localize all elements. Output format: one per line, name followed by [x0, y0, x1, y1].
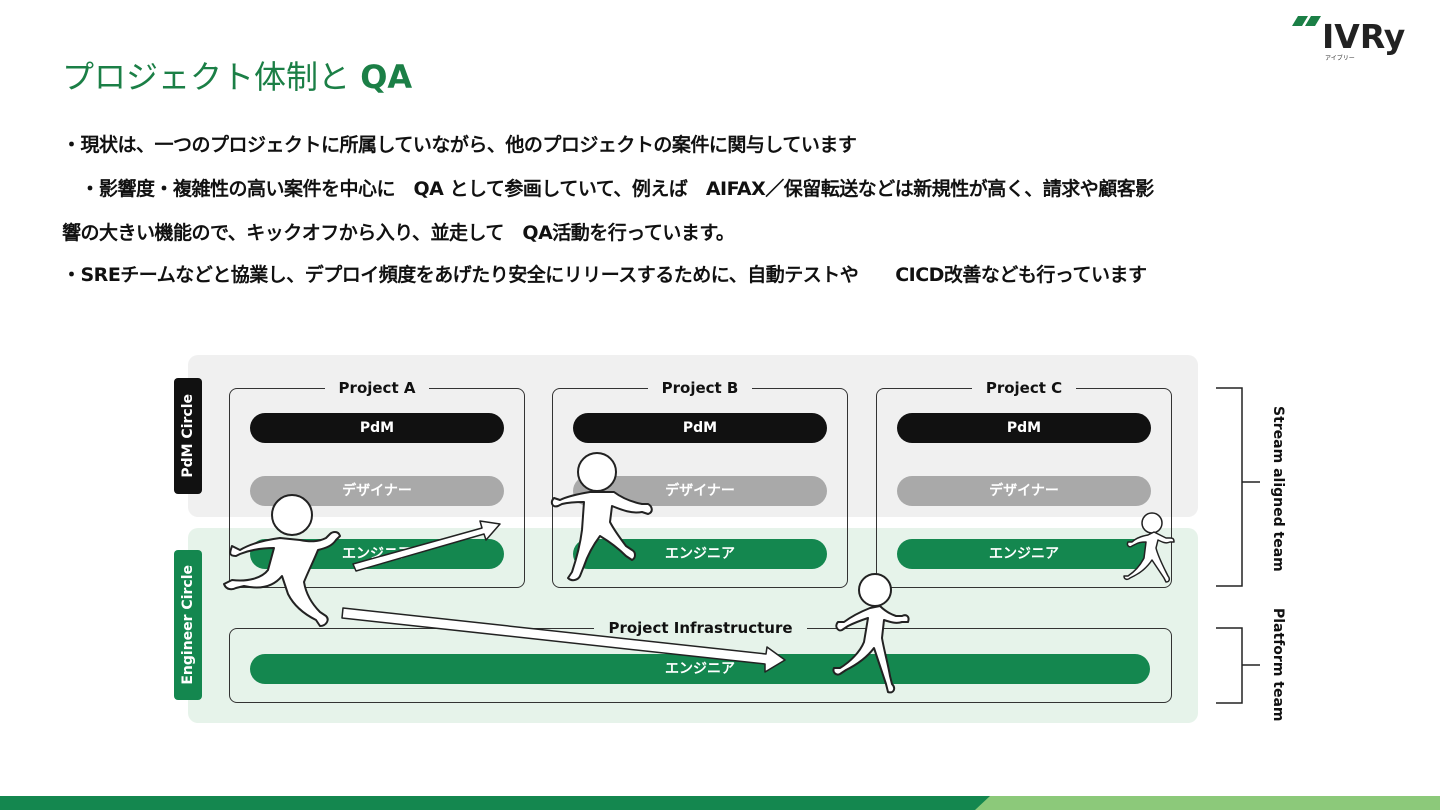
- project-a-pdm: PdM: [250, 413, 504, 443]
- project-a-engineer: エンジニア: [250, 539, 504, 569]
- title-main: プロジェクト体制と: [62, 58, 351, 96]
- platform-bracket: [1216, 627, 1260, 704]
- project-a-box: Project A PdM デザイナー エンジニア: [229, 379, 525, 588]
- logo-wordmark: IVRy: [1322, 17, 1406, 56]
- bullet-line-1: ・現状は、一つのプロジェクトに所属していながら、他のプロジェクトの案件に関与して…: [62, 134, 857, 156]
- engineer-circle-tab: Engineer Circle: [174, 550, 202, 700]
- project-b-engineer: エンジニア: [573, 539, 827, 569]
- project-b-title: Project B: [647, 379, 753, 397]
- page-title: プロジェクト体制と QA: [62, 56, 412, 98]
- logo-mark-icon: [1292, 16, 1321, 26]
- stream-bracket: [1216, 387, 1260, 587]
- project-c-title: Project C: [971, 379, 1077, 397]
- project-b-pdm: PdM: [573, 413, 827, 443]
- project-infrastructure-box: Project Infrastructure エンジニア: [229, 619, 1172, 703]
- engineer-circle-label: Engineer Circle: [180, 565, 196, 685]
- project-c-designer: デザイナー: [897, 476, 1151, 506]
- project-a-designer: デザイナー: [250, 476, 504, 506]
- bullet-line-2: ・影響度・複雑性の高い案件を中心に QA として参画していて、例えば AIFAX…: [62, 178, 1155, 200]
- stream-aligned-label: Stream aligned team: [1270, 406, 1286, 572]
- ivry-logo: IVRy アイブリー: [1292, 10, 1422, 62]
- project-b-box: Project B PdM デザイナー エンジニア: [552, 379, 848, 588]
- footer-stripe: [0, 796, 1440, 810]
- pdm-circle-label: PdM Circle: [180, 394, 196, 478]
- title-qa: QA: [360, 58, 413, 96]
- project-a-title: Project A: [324, 379, 430, 397]
- project-c-pdm: PdM: [897, 413, 1151, 443]
- platform-team-label: Platform team: [1270, 608, 1286, 722]
- bullet-line-3: 響の大きい機能ので、キックオフから入り、並走して QA活動を行っています。: [62, 222, 735, 244]
- infrastructure-engineer: エンジニア: [250, 654, 1150, 684]
- project-c-engineer: エンジニア: [897, 539, 1151, 569]
- pdm-circle-tab: PdM Circle: [174, 378, 202, 494]
- project-infrastructure-title: Project Infrastructure: [594, 619, 807, 637]
- project-b-designer: デザイナー: [573, 476, 827, 506]
- bullet-line-4: ・SREチームなどと協業し、デプロイ頻度をあげたり安全にリリースするために、自動…: [62, 264, 1147, 286]
- team-structure-diagram: PdM Circle Engineer Circle Stream aligne…: [170, 350, 1300, 730]
- logo-kana: アイブリー: [1325, 55, 1355, 62]
- project-c-box: Project C PdM デザイナー エンジニア: [876, 379, 1172, 588]
